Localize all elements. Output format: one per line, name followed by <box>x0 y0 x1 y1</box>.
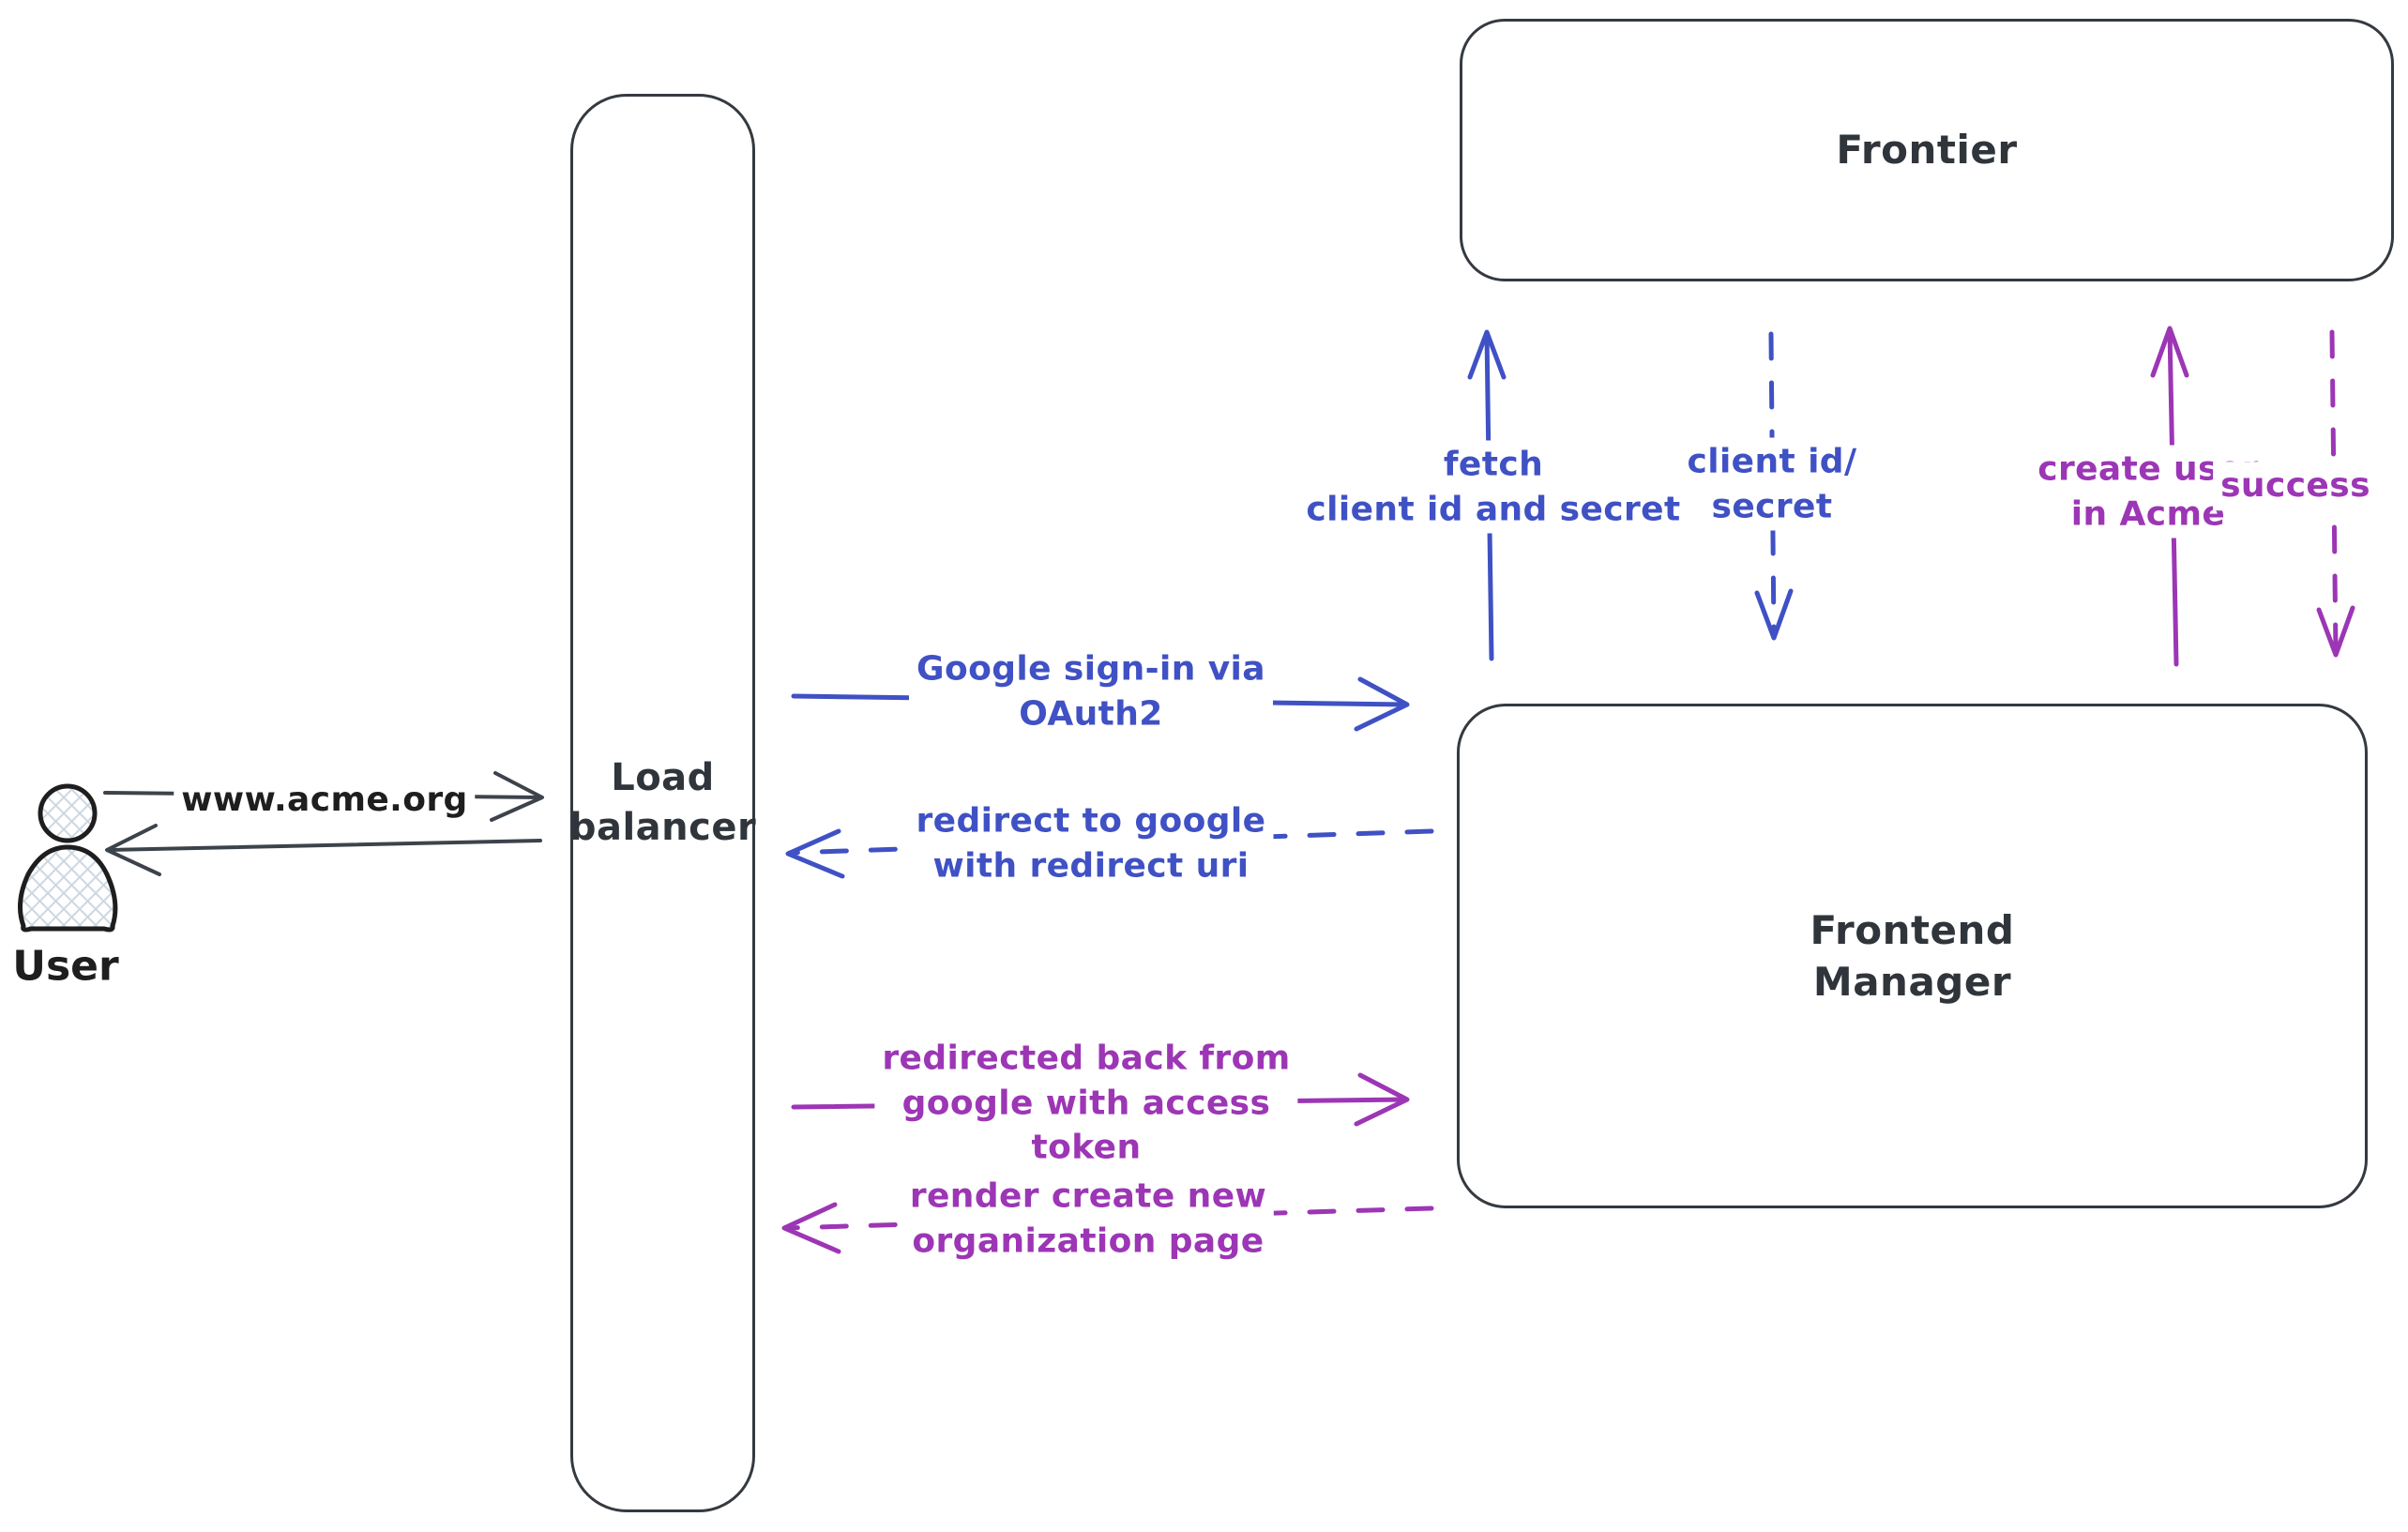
user-figure[interactable] <box>17 783 118 933</box>
label-client-id-secret[interactable]: client id/ secret <box>1679 437 1865 531</box>
arrow-redirect-head <box>785 828 845 879</box>
node-frontend-manager[interactable]: Frontend Manager <box>1457 704 2368 1208</box>
label-google-signin[interactable]: Google sign-in via OAuth2 <box>909 645 1273 738</box>
label-redirected-back[interactable]: redirected back from google with access … <box>874 1034 1298 1173</box>
arrow-redirect-google[interactable] <box>785 828 1434 879</box>
arrow-create-user-head <box>2150 326 2189 378</box>
label-fetch-client[interactable]: fetch client id and secret <box>1298 440 1689 534</box>
frontend-manager-label: Frontend Manager <box>1810 906 2015 1005</box>
label-www-acme[interactable]: www.acme.org <box>174 776 476 825</box>
arrow-render-line <box>783 1206 1434 1231</box>
arrow-success-head <box>2316 605 2355 658</box>
label-success[interactable]: success <box>2213 462 2378 510</box>
arrow-google-signin-head <box>1354 676 1410 732</box>
label-render-org[interactable]: render create new organization page <box>901 1172 1275 1266</box>
arrow-redirected-head <box>1354 1072 1410 1127</box>
arrow-fetch-head <box>1467 329 1507 380</box>
arrow-return-to-user[interactable] <box>105 824 542 876</box>
user-label[interactable]: User <box>12 942 119 991</box>
arrow-render-head <box>781 1202 841 1254</box>
arrow-redirect-line <box>787 828 1434 856</box>
load-balancer-label: Load balancer <box>568 756 757 849</box>
node-load-balancer[interactable]: Load balancer <box>568 94 757 1512</box>
arrow-www-acme-head <box>490 771 544 822</box>
node-frontier[interactable]: Frontier <box>1460 19 2394 281</box>
user-body <box>17 844 118 933</box>
arrow-return-head <box>105 824 161 876</box>
user-head <box>38 783 98 843</box>
label-redirect-google[interactable]: redirect to google with redirect uri <box>908 796 1274 890</box>
frontier-label: Frontier <box>1836 127 2018 174</box>
arrow-clientid-head <box>1754 588 1794 641</box>
arrow-render-org[interactable] <box>781 1202 1434 1254</box>
arrow-return-line <box>107 839 542 852</box>
label-create-user[interactable]: create user in Acme <box>2030 445 2266 538</box>
